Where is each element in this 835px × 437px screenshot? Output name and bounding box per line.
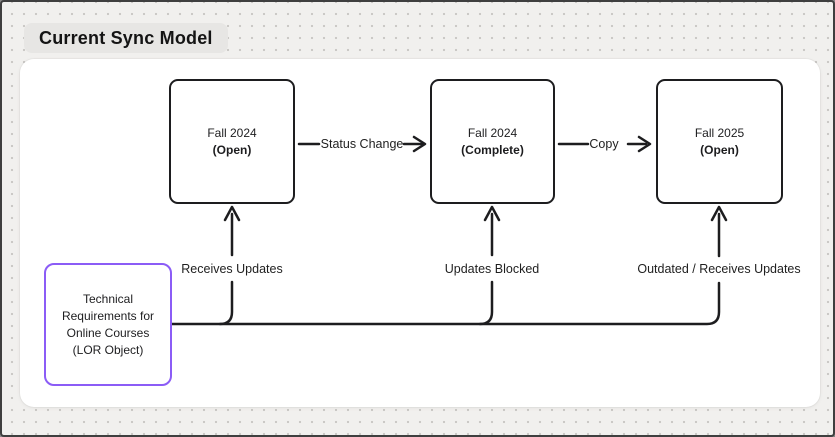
lor-line: (LOR Object) (72, 342, 144, 357)
edge-label-status-change[interactable]: Status Change (320, 137, 404, 151)
branch-label-outdated-receives-updates[interactable]: Outdated / Receives Updates (637, 262, 801, 276)
branch-label-receives-updates[interactable]: Receives Updates (181, 262, 283, 276)
node-term-name: Fall 2025 (694, 125, 745, 140)
diagram-title[interactable]: Current Sync Model (24, 23, 228, 53)
node-term-status: (Complete) (461, 142, 524, 157)
node-fall-2024-complete[interactable]: Fall 2024 (Complete) (430, 79, 555, 204)
lor-line: Online Courses (66, 325, 150, 340)
node-lor-object[interactable]: Technical Requirements for Online Course… (44, 263, 172, 386)
branch-label-updates-blocked[interactable]: Updates Blocked (444, 262, 540, 276)
edge-label-copy[interactable]: Copy (589, 137, 619, 151)
node-term-status: (Open) (700, 142, 739, 157)
lor-line: Requirements for (61, 308, 155, 323)
lor-line: Technical (82, 291, 134, 306)
node-term-name: Fall 2024 (467, 125, 518, 140)
node-fall-2025-open[interactable]: Fall 2025 (Open) (656, 79, 783, 204)
node-term-name: Fall 2024 (207, 125, 257, 140)
node-term-status: (Open) (212, 142, 252, 157)
node-fall-2024-open[interactable]: Fall 2024 (Open) (169, 79, 295, 204)
